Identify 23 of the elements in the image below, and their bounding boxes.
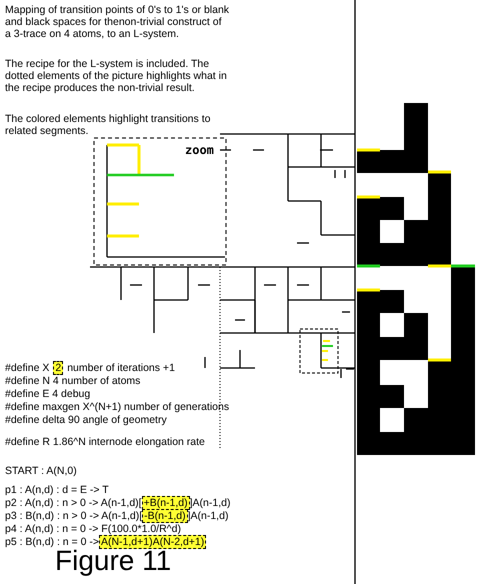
define-line: number of iterations +1 [67, 362, 175, 374]
rule-line: p1 : A(n,d) : d = E -> T [5, 484, 109, 496]
define-line: #define N 4 number of atoms [5, 375, 140, 387]
define-line: #define delta 90 angle of geometry [5, 414, 167, 426]
define-line: #define E 4 debug [5, 388, 90, 400]
define-line: #define R 1.86^N internode elongation rate [5, 436, 205, 448]
rule-line: p2 : A(n,d) : n > 0 -> A(n-1,d)[ [5, 497, 142, 509]
define-line: #define maxgen X^(N+1) number of generations [5, 401, 230, 413]
rule-line: p4 : A(n,d) : n = 0 -> F(100.0*1.0/R^d) [5, 523, 181, 535]
highlighted-term: A(N-1,d+1)A(N-2,d+1) [98, 535, 206, 549]
highlighted-term: 2 [53, 361, 64, 375]
rule-line: p5 : B(n,d) : n = 0 -> [5, 536, 99, 548]
rule-line: START : A(N,0) [5, 465, 77, 477]
description-text: The recipe for the L-system is included. The dotted elements of the picture highlights what in the recipe produces the non-trivial result. [5, 58, 228, 94]
rule-line: p3 : B(n,d) : n > 0 -> A(n-1,d)[ [5, 510, 142, 522]
highlighted-term: -B(n-1,d) [142, 509, 188, 523]
zoom-label: zoom [185, 144, 214, 156]
rule-line: ]A(n-1,d) [190, 497, 230, 509]
rule-line: ]A(n-1,d) [188, 510, 228, 522]
description-text: The colored elements highlight transitions to related segments. [5, 113, 212, 137]
highlighted-term: +B(n-1,d) [142, 496, 190, 510]
define-line: #define X [5, 362, 50, 374]
description-text: Mapping of transition points of 0's to 1's or blank and black spaces for thenon-trivial construct of a 3-trace on 4 atoms, to an L-system. [5, 4, 230, 40]
